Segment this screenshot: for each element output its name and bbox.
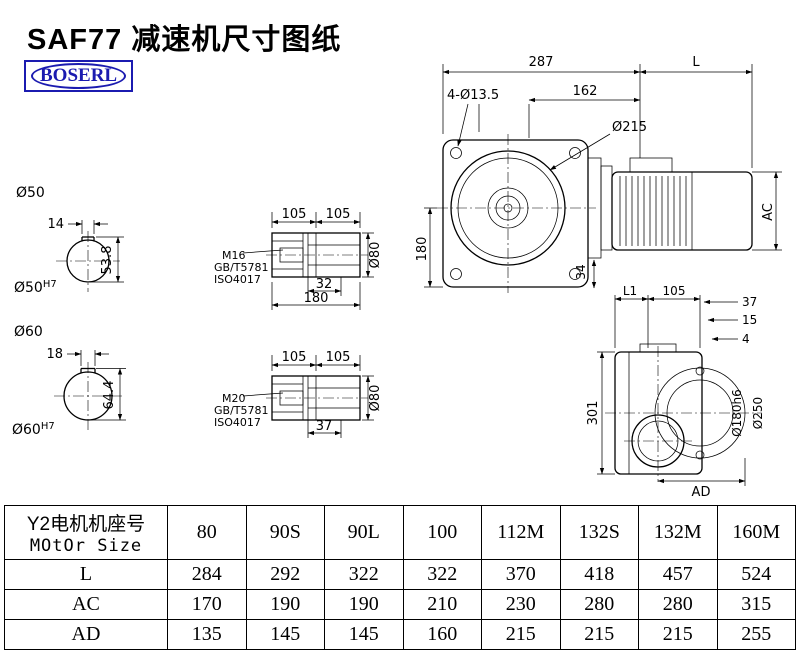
side-dim-105: 105 <box>663 284 686 298</box>
table-cell: 322 <box>324 559 404 590</box>
table-cell: 230 <box>481 589 561 620</box>
boserl-logo: BOSERL <box>24 60 134 92</box>
side-dim-L1: L1 <box>623 284 637 298</box>
shaft-b-dia-80: Ø80 <box>368 385 383 412</box>
table-size-90s: 90S <box>245 505 325 560</box>
table-cell: 190 <box>324 589 404 620</box>
table-cell: 215 <box>638 619 718 650</box>
shaft-a-dim-32: 32 <box>316 277 333 292</box>
table-cell: 160 <box>402 619 482 650</box>
shaft-b-dim-37: 37 <box>316 419 333 434</box>
shaft-a-std-gb: GB/T5781 <box>214 261 269 274</box>
side-dim-4: 4 <box>742 332 750 346</box>
table-cell: 284 <box>167 559 247 590</box>
motor-fins <box>619 172 693 250</box>
shaft-a-seg2: 105 <box>326 207 351 222</box>
bore50-fit: Ø50 <box>14 280 43 296</box>
shaft-a-drawing: 105 105 M16 GB/T5781 ISO4017 32 180 Ø80 <box>214 207 383 310</box>
bore50-label: Ø50 <box>16 185 45 201</box>
table-cell: 315 <box>716 589 796 620</box>
table-cell: 280 <box>559 589 639 620</box>
table-cell: 190 <box>245 589 325 620</box>
table-header-en: MOtOr Size <box>29 536 143 556</box>
bore50-key-height: 53.8 <box>100 246 115 275</box>
bore60-fit-tol: H7 <box>41 421 55 432</box>
side-dim-15: 15 <box>742 313 757 327</box>
dimension-drawing: 287 L 162 4-Ø13.5 Ø215 180 34 AC Ø50 <box>12 55 782 500</box>
shaft-bore-50-drawing: Ø50 14 53.8 Ø50H7 <box>14 185 124 296</box>
shaft-a-dim-180: 180 <box>304 291 329 306</box>
table-header-row: Y2电机机座号 MOtOr Size 80 90S 90L 100 112M 1… <box>4 505 796 560</box>
row-label-L: L <box>4 559 168 590</box>
shaft-b-seg1: 105 <box>282 350 307 365</box>
table-cell: 145 <box>324 619 404 650</box>
table-size-132m: 132M <box>638 505 718 560</box>
shaft-a-std-iso: ISO4017 <box>214 273 261 286</box>
table-size-100: 100 <box>402 505 482 560</box>
bore50-key-width: 14 <box>47 217 64 232</box>
table-size-112m: 112M <box>481 505 561 560</box>
shaft-a-thread: M16 <box>222 249 246 262</box>
table-header-motor-size: Y2电机机座号 MOtOr Size <box>4 505 168 560</box>
dim-d215: Ø215 <box>612 120 647 135</box>
table-size-132s: 132S <box>559 505 639 560</box>
table-cell: 145 <box>245 619 325 650</box>
side-dia-250: Ø250 <box>751 397 765 429</box>
bore60-label: Ø60 <box>14 324 43 340</box>
bore60-fit-label: Ø60H7 <box>12 421 55 438</box>
shaft-bore-60-drawing: Ø60 18 64.4 Ø60H7 <box>12 324 126 438</box>
bore50-fit-tol: H7 <box>43 279 57 290</box>
table-size-90l: 90L <box>324 505 404 560</box>
table-cell: 280 <box>638 589 718 620</box>
dim-34: 34 <box>574 264 588 279</box>
table-size-160m: 160M <box>716 505 796 560</box>
side-dim-301: 301 <box>586 401 601 426</box>
shaft-a-dia-80: Ø80 <box>368 242 383 269</box>
table-row-L: L 284 292 322 322 370 418 457 524 <box>4 559 796 590</box>
boserl-logo-text: BOSERL <box>31 63 127 89</box>
side-view-drawing: L1 105 37 15 4 301 Ø180h6 Ø250 AD <box>586 284 765 500</box>
shaft-a-seg1: 105 <box>282 207 307 222</box>
dim-AC: AC <box>761 203 776 221</box>
table-cell: 457 <box>638 559 718 590</box>
shaft-b-drawing: 105 105 M20 GB/T5781 ISO4017 37 Ø80 <box>214 350 383 438</box>
row-label-AC: AC <box>4 589 168 620</box>
table-size-80: 80 <box>167 505 247 560</box>
dim-180: 180 <box>415 237 430 262</box>
table-row-AD: AD 135 145 145 160 215 215 215 255 <box>4 619 796 650</box>
table-cell: 255 <box>716 619 796 650</box>
table-header-cn: Y2电机机座号 <box>26 514 146 535</box>
shaft-b-seg2: 105 <box>326 350 351 365</box>
table-cell: 215 <box>481 619 561 650</box>
shaft-b-std-iso: ISO4017 <box>214 416 261 429</box>
shaft-b-std-gb: GB/T5781 <box>214 404 269 417</box>
bore60-key-width: 18 <box>46 347 63 362</box>
table-cell: 292 <box>245 559 325 590</box>
shaft-b-thread: M20 <box>222 392 246 405</box>
dim-287: 287 <box>529 55 554 70</box>
table-cell: 210 <box>402 589 482 620</box>
table-cell: 170 <box>167 589 247 620</box>
dim-162: 162 <box>573 84 598 99</box>
dim-L: L <box>692 55 700 70</box>
table-cell: 418 <box>559 559 639 590</box>
side-dim-37: 37 <box>742 295 757 309</box>
bore50-fit-label: Ø50H7 <box>14 279 57 296</box>
side-dim-AD: AD <box>692 485 711 500</box>
table-cell: 135 <box>167 619 247 650</box>
table-row-AC: AC 170 190 190 210 230 280 280 315 <box>4 589 796 620</box>
bore60-key-height: 64.4 <box>102 381 117 410</box>
row-label-AD: AD <box>4 619 168 650</box>
dimension-table: Y2电机机座号 MOtOr Size 80 90S 90L 100 112M 1… <box>4 505 796 650</box>
table-cell: 370 <box>481 559 561 590</box>
bore60-fit: Ø60 <box>12 422 41 438</box>
dim-holes-4xd13-5: 4-Ø13.5 <box>447 88 499 103</box>
table-cell: 524 <box>716 559 796 590</box>
table-cell: 215 <box>559 619 639 650</box>
side-dia-180h6: Ø180h6 <box>730 389 744 437</box>
main-view-drawing: 287 L 162 4-Ø13.5 Ø215 180 34 AC <box>415 55 782 293</box>
table-cell: 322 <box>402 559 482 590</box>
page-title: SAF77 减速机尺寸图纸 <box>27 24 342 56</box>
